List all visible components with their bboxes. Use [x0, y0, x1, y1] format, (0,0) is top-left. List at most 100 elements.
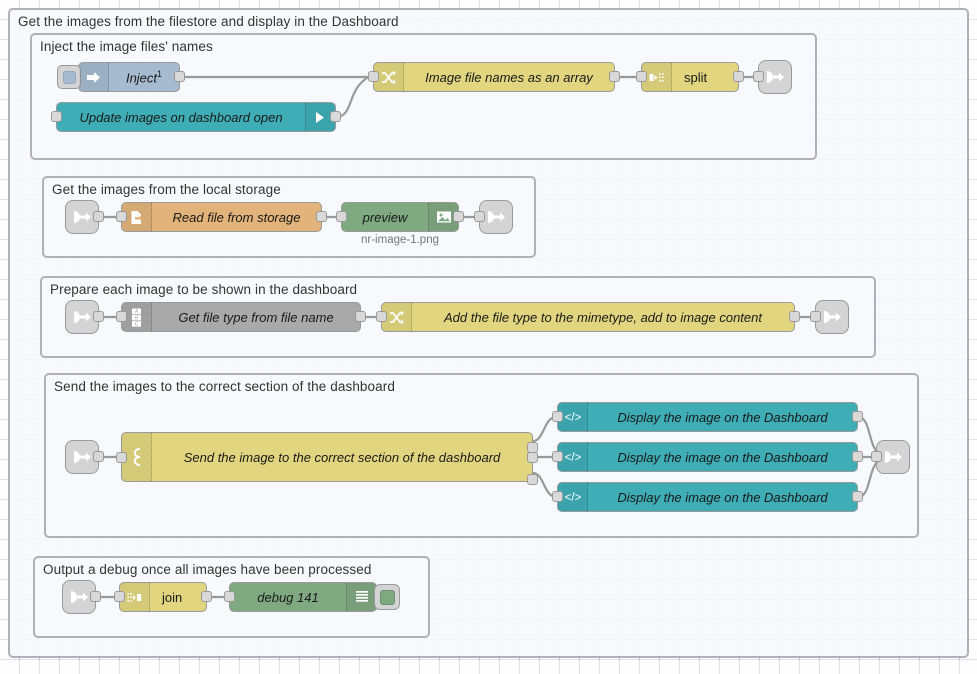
change-array-input-port[interactable]	[368, 71, 379, 82]
preview-input-port[interactable]	[336, 211, 347, 222]
node-switch-section[interactable]: Send the image to the correct section of…	[116, 432, 538, 485]
file-icon	[122, 203, 152, 231]
link-out-2-input-port[interactable]	[474, 211, 485, 222]
split-output-port[interactable]	[733, 71, 744, 82]
change-shuffle-icon	[374, 63, 404, 91]
link-out-4-input-port[interactable]	[871, 451, 882, 462]
svg-text:</>: </>	[564, 452, 581, 464]
switch-output-port-2[interactable]	[527, 452, 538, 463]
node-link-out-2[interactable]	[474, 200, 513, 234]
link-out-icon	[759, 61, 791, 93]
display-2-input-port[interactable]	[552, 451, 563, 462]
node-debug[interactable]: debug 141	[224, 582, 400, 612]
node-link-out-1[interactable]	[753, 60, 792, 94]
svg-text:A: A	[135, 309, 139, 315]
link-in-4-output-port[interactable]	[93, 451, 104, 462]
display-2-output-port[interactable]	[852, 451, 863, 462]
link-in-icon	[63, 581, 95, 613]
switch-output-port-3[interactable]	[527, 474, 538, 485]
node-read-file-label: Read file from storage	[172, 209, 301, 225]
split-icon	[642, 63, 672, 91]
node-change-array[interactable]: Image file names as an array	[368, 62, 620, 92]
group-inject-label: Inject the image files' names	[40, 39, 213, 54]
node-inject[interactable]: Inject1	[57, 62, 185, 92]
split-input-port[interactable]	[636, 71, 647, 82]
join-input-port[interactable]	[114, 591, 125, 602]
link-out-3-input-port[interactable]	[810, 311, 821, 322]
node-change-array-label: Image file names as an array	[425, 69, 593, 85]
debug-lines-icon	[346, 583, 376, 611]
node-ui-control-label: Update images on dashboard open	[79, 109, 283, 125]
display-3-output-port[interactable]	[852, 491, 863, 502]
node-display-3-label: Display the image on the Dashboard	[617, 489, 828, 505]
node-debug-label: debug 141	[257, 589, 319, 605]
preview-filename-sublabel: nr-image-1.png	[361, 234, 439, 246]
preview-output-port[interactable]	[453, 211, 464, 222]
get-file-type-input-port[interactable]	[116, 311, 127, 322]
node-link-in-4[interactable]	[65, 440, 104, 474]
node-split[interactable]: split	[636, 62, 744, 92]
template-code-icon: </>	[558, 403, 588, 431]
svg-text:B: B	[135, 315, 139, 321]
svg-text:</>: </>	[564, 412, 581, 424]
node-split-label: split	[684, 69, 708, 85]
svg-text:</>: </>	[564, 492, 581, 504]
link-out-icon	[877, 441, 909, 473]
add-mimetype-input-port[interactable]	[376, 311, 387, 322]
add-mimetype-output-port[interactable]	[789, 311, 800, 322]
node-link-in-3[interactable]	[65, 300, 104, 334]
display-1-input-port[interactable]	[552, 411, 563, 422]
display-1-output-port[interactable]	[852, 411, 863, 422]
node-read-file[interactable]: Read file from storage	[116, 202, 327, 232]
link-in-icon	[66, 201, 98, 233]
node-display-2-label: Display the image on the Dashboard	[617, 449, 828, 465]
debug-toggle-indicator	[379, 589, 395, 605]
link-in-icon	[66, 301, 98, 333]
group-inject[interactable]: Inject the image files' names	[30, 33, 817, 160]
switch-branch-icon	[122, 433, 152, 481]
link-out-icon	[480, 201, 512, 233]
node-join[interactable]: join	[114, 582, 212, 612]
abc-icon: A B C	[122, 303, 152, 331]
node-inject-label: Inject1	[125, 68, 163, 86]
debug-input-port[interactable]	[224, 591, 235, 602]
link-in-icon	[66, 441, 98, 473]
inject-trigger-button[interactable]	[57, 65, 81, 89]
node-display-2[interactable]: </> Display the image on the Dashboard	[552, 442, 863, 472]
node-join-label: join	[162, 589, 183, 605]
change-array-output-port[interactable]	[609, 71, 620, 82]
switch-input-port[interactable]	[116, 452, 127, 463]
ui-control-input-port[interactable]	[51, 111, 62, 122]
node-link-out-3[interactable]	[810, 300, 849, 334]
get-file-type-output-port[interactable]	[355, 311, 366, 322]
read-file-output-port[interactable]	[316, 211, 327, 222]
node-get-file-type[interactable]: A B C Get file type from file name	[116, 302, 366, 332]
node-add-mimetype[interactable]: Add the file type to the mimetype, add t…	[376, 302, 800, 332]
read-file-input-port[interactable]	[116, 211, 127, 222]
group-local-storage-label: Get the images from the local storage	[52, 182, 281, 197]
node-link-out-4[interactable]	[871, 440, 910, 474]
node-display-1-label: Display the image on the Dashboard	[617, 409, 828, 425]
group-prepare-image-label: Prepare each image to be shown in the da…	[50, 282, 358, 297]
change-shuffle-icon	[382, 303, 412, 331]
ui-control-output-port[interactable]	[330, 111, 341, 122]
node-display-3[interactable]: </> Display the image on the Dashboard	[552, 482, 863, 512]
link-in-5-output-port[interactable]	[90, 591, 101, 602]
link-in-3-output-port[interactable]	[93, 311, 104, 322]
link-out-icon	[816, 301, 848, 333]
join-icon	[120, 583, 150, 611]
node-link-in-5[interactable]	[62, 580, 101, 614]
node-preview[interactable]: preview	[336, 202, 464, 232]
join-output-port[interactable]	[201, 591, 212, 602]
debug-toggle-button[interactable]	[374, 584, 400, 610]
node-link-in-2[interactable]	[65, 200, 104, 234]
inject-output-port[interactable]	[174, 71, 185, 82]
display-3-input-port[interactable]	[552, 491, 563, 502]
node-get-file-type-label: Get file type from file name	[178, 309, 334, 325]
node-display-1[interactable]: </> Display the image on the Dashboard	[552, 402, 863, 432]
node-ui-control[interactable]: Update images on dashboard open	[51, 102, 341, 132]
link-in-2-output-port[interactable]	[93, 211, 104, 222]
template-code-icon: </>	[558, 483, 588, 511]
link-out-1-input-port[interactable]	[753, 71, 764, 82]
